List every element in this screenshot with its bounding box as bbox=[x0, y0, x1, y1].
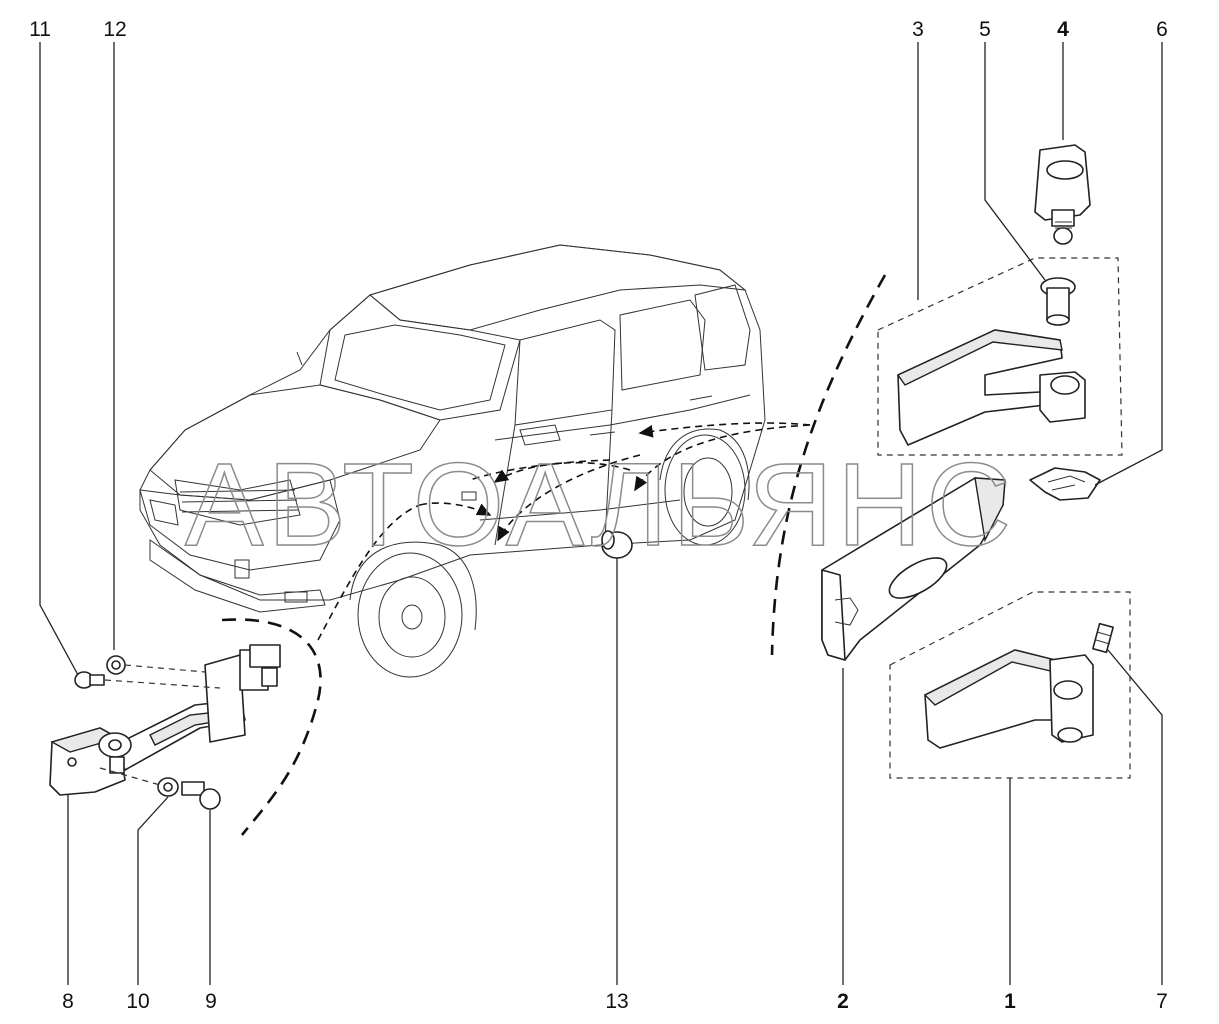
callout-2: 2 bbox=[837, 990, 849, 1013]
callout-8: 8 bbox=[62, 990, 74, 1013]
callout-13: 13 bbox=[605, 990, 628, 1013]
watermark-text: АВТОАЛЬЯНС bbox=[185, 439, 1015, 571]
door-check-assembly bbox=[49, 644, 281, 810]
part-1-group-outline bbox=[889, 591, 1131, 779]
callout-9: 9 bbox=[205, 990, 217, 1013]
callout-1: 1 bbox=[1004, 990, 1016, 1013]
separator-curve-right bbox=[770, 274, 887, 656]
callout-5: 5 bbox=[979, 18, 991, 41]
vehicle-drawing bbox=[139, 244, 766, 678]
separator-curve-left bbox=[221, 618, 322, 836]
callout-12: 12 bbox=[103, 18, 126, 41]
separator-curve-car bbox=[317, 504, 421, 641]
door-location-arrows bbox=[419, 422, 811, 542]
part-4-hinge-upper-half bbox=[1034, 144, 1091, 245]
callout-6: 6 bbox=[1156, 18, 1168, 41]
callout-11: 11 bbox=[29, 18, 51, 41]
part-2-mounting-plate bbox=[821, 477, 1006, 661]
part-5-bushing bbox=[1040, 277, 1076, 326]
callout-3: 3 bbox=[912, 18, 924, 41]
part-6-spring-clip bbox=[1029, 467, 1101, 501]
part-3-hinge-leaf bbox=[896, 329, 1086, 446]
leader-lines bbox=[39, 42, 1163, 985]
part-1-lower-hinge bbox=[923, 649, 1094, 749]
callout-7: 7 bbox=[1156, 990, 1168, 1013]
callout-4: 4 bbox=[1057, 18, 1069, 41]
part-3-group-outline bbox=[877, 257, 1123, 456]
callout-numbers: 11 12 3 5 4 6 8 10 9 13 2 1 7 bbox=[29, 18, 1168, 1013]
part-7-grease-fitting bbox=[1092, 622, 1114, 654]
callout-10: 10 bbox=[126, 990, 149, 1013]
